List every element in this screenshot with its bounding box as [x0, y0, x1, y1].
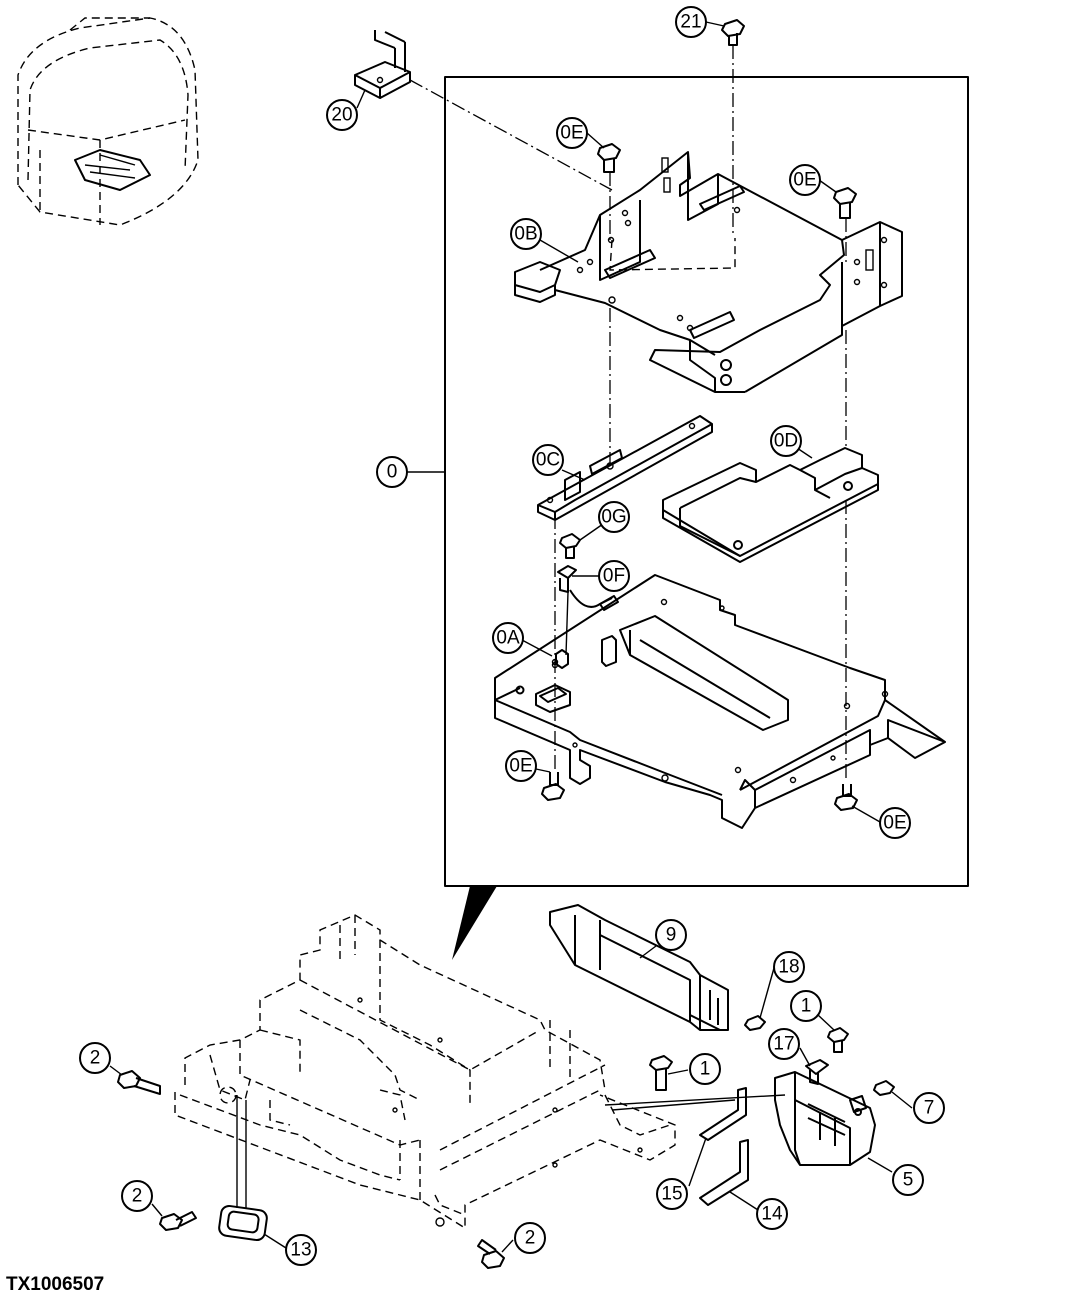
part-0D-plate: [662, 447, 879, 563]
callout-5: 5: [892, 1164, 924, 1196]
svg-text:0E: 0E: [509, 756, 532, 777]
part-17-clip: [805, 1059, 829, 1085]
callout-0G: 0G: [598, 501, 630, 533]
callout-0E-lower-left: 0E: [505, 750, 537, 782]
svg-text:2: 2: [90, 1048, 101, 1069]
part-1-bolt-right: [827, 1027, 849, 1053]
callout-0A: 0A: [492, 622, 524, 654]
figure-id: TX1006507: [6, 1274, 105, 1295]
callout-1-right: 1: [790, 990, 822, 1022]
part-0B-upper-plate: [514, 151, 903, 393]
part-13-grommet: [218, 1204, 268, 1242]
part-0C-strip: [537, 415, 713, 521]
detail-pointer: [452, 886, 497, 960]
part-5-console: [774, 1071, 876, 1166]
part-1-bolt-middle: [649, 1055, 673, 1091]
callout-17: 17: [768, 1028, 800, 1060]
svg-text:0D: 0D: [774, 431, 798, 452]
callout-0C: 0C: [532, 444, 564, 476]
callout-0E-lower-right: 0E: [879, 807, 911, 839]
callout-14: 14: [756, 1198, 788, 1230]
callout-2-bottom: 2: [514, 1222, 546, 1254]
callout-0: 0: [376, 456, 408, 488]
svg-text:5: 5: [903, 1170, 914, 1191]
bracket-20: [354, 30, 411, 99]
bolt-2-bottom: [477, 1239, 505, 1269]
callout-9: 9: [655, 919, 687, 951]
bolt-0E-upper-left: [597, 143, 621, 173]
svg-text:0: 0: [387, 462, 398, 483]
callout-18: 18: [773, 951, 805, 983]
bolt-21: [721, 19, 745, 46]
svg-text:0E: 0E: [793, 170, 816, 191]
svg-text:0C: 0C: [536, 450, 560, 471]
svg-text:0B: 0B: [514, 224, 537, 245]
callout-0E-upper-right: 0E: [789, 164, 821, 196]
bolt-2-left: [117, 1070, 161, 1095]
bolt-0E-lower-right: [834, 784, 858, 811]
svg-text:1: 1: [700, 1059, 711, 1080]
callout-2-bottom-left: 2: [121, 1180, 153, 1212]
svg-text:0G: 0G: [601, 507, 626, 528]
callout-0B: 0B: [510, 218, 542, 250]
part-15-bracket: [699, 1087, 747, 1141]
svg-text:14: 14: [761, 1204, 783, 1225]
svg-text:2: 2: [525, 1228, 536, 1249]
detail-frame: [444, 76, 969, 887]
svg-text:21: 21: [680, 12, 701, 33]
svg-text:0E: 0E: [883, 813, 906, 834]
part-0A-base-frame: [494, 574, 946, 829]
svg-text:9: 9: [666, 925, 677, 946]
callout-21: 21: [675, 6, 707, 38]
svg-text:13: 13: [290, 1240, 311, 1261]
part-7-nut: [873, 1080, 895, 1096]
svg-text:1: 1: [801, 996, 812, 1017]
bolt-0E-upper-right: [833, 187, 857, 219]
callout-0F: 0F: [598, 560, 630, 592]
callout-13: 13: [285, 1234, 317, 1266]
part-9-side-cover: [549, 904, 729, 1031]
svg-text:0E: 0E: [560, 123, 583, 144]
svg-text:15: 15: [661, 1184, 682, 1205]
svg-text:17: 17: [773, 1034, 794, 1055]
svg-text:0F: 0F: [603, 566, 625, 587]
bolt-2-bottom-left: [159, 1211, 197, 1231]
screw-0G: [559, 533, 581, 559]
sensor-0F: [557, 565, 619, 656]
svg-text:20: 20: [331, 105, 352, 126]
cab-overview-thumbnail: [17, 17, 199, 226]
svg-text:7: 7: [924, 1098, 935, 1119]
callout-0D: 0D: [770, 425, 802, 457]
leader-lines: [109, 21, 913, 1253]
callout-15: 15: [656, 1178, 688, 1210]
callout-0E-upper-left: 0E: [556, 117, 588, 149]
bolt-0E-lower-left: [541, 772, 565, 801]
part-14-bracket: [699, 1139, 749, 1206]
part-18-screw: [744, 1015, 766, 1031]
svg-text:18: 18: [778, 957, 799, 978]
svg-text:2: 2: [132, 1186, 143, 1207]
callout-1-middle: 1: [689, 1053, 721, 1085]
callout-7: 7: [913, 1092, 945, 1124]
svg-text:0A: 0A: [496, 628, 520, 649]
callout-2-left: 2: [79, 1042, 111, 1074]
callout-20: 20: [326, 99, 358, 131]
